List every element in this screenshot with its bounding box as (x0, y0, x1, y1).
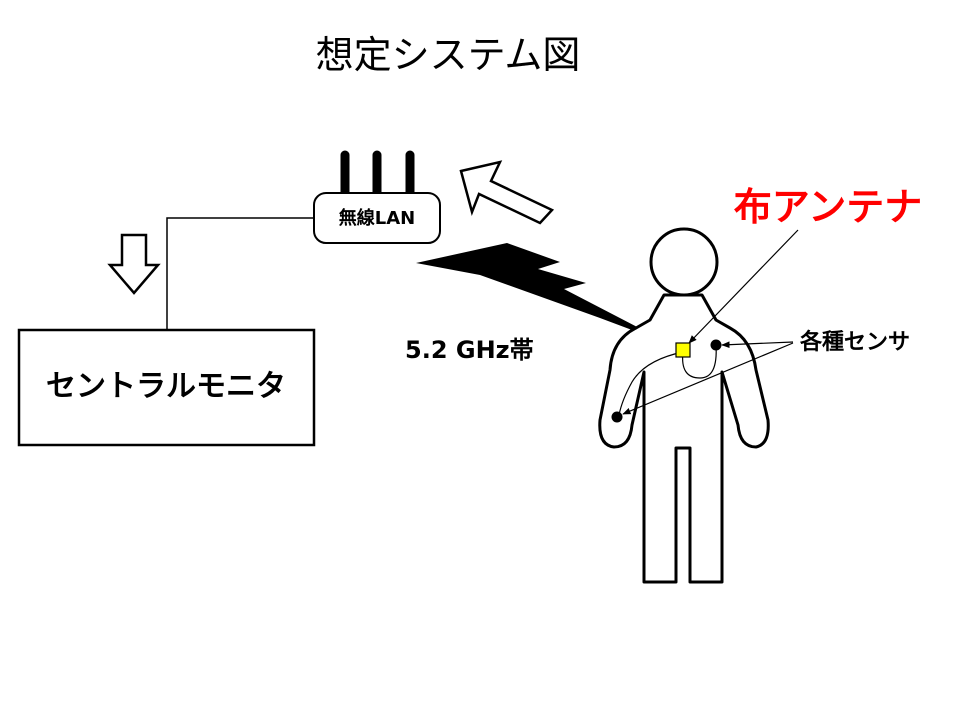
fabric-antenna-marker (675, 342, 691, 358)
central-monitor-label: セントラルモニタ (46, 369, 286, 404)
antenna-pointer (688, 229, 799, 344)
fabric-antenna-label: 布アンテナ (734, 185, 922, 229)
down-arrow-icon (107, 233, 161, 295)
wired-connection-line (166, 217, 314, 330)
router-antennas (340, 150, 415, 200)
diagram-title: 想定システム図 (316, 33, 581, 77)
antenna-wire (682, 344, 717, 379)
sensors-label: 各種センサ (799, 329, 910, 355)
central-monitor-box (17, 328, 316, 447)
uplink-arrow-icon (459, 160, 555, 225)
lightning-bolt-icon (416, 243, 672, 345)
sensor-wire (618, 351, 684, 416)
chest-sensor (710, 339, 722, 351)
hand-sensor (611, 411, 623, 423)
sensor-pointer-chest (721, 341, 794, 349)
sensor-pointer-hand (622, 342, 794, 415)
person-figure (598, 227, 770, 584)
band-label: 5.2 GHz帯 (405, 336, 534, 364)
router-label: 無線LAN (339, 207, 415, 229)
